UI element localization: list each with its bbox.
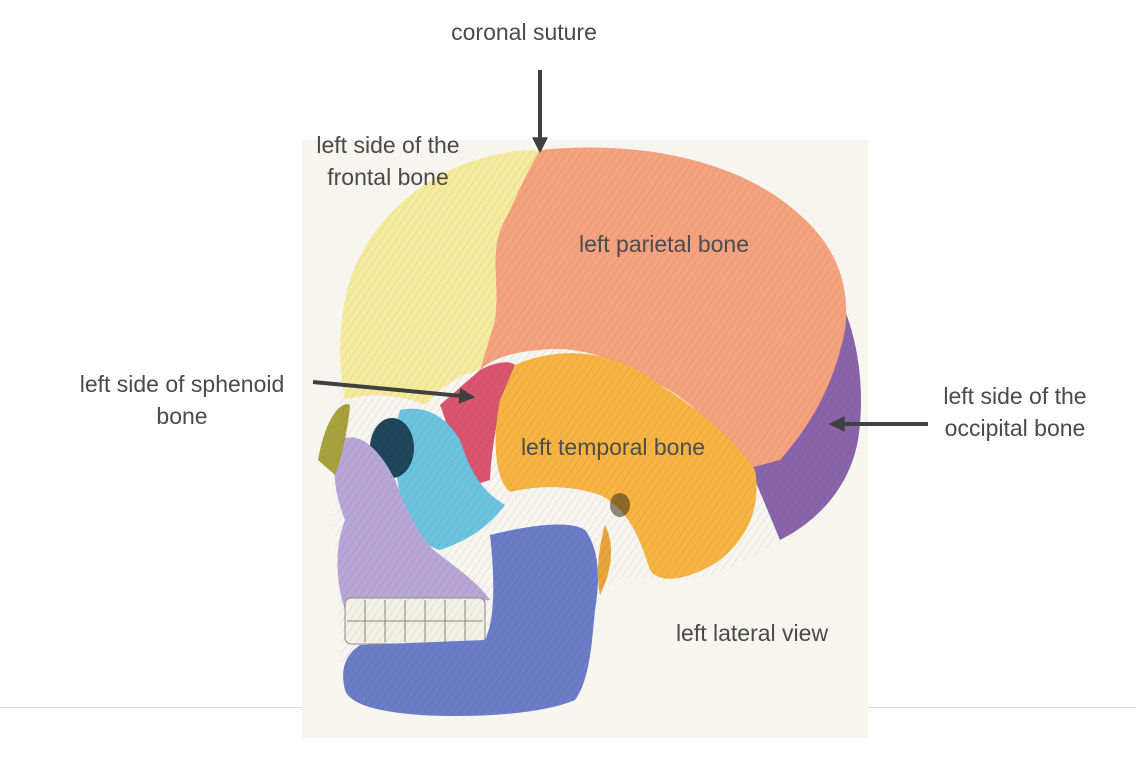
occipital-bone-label: left side of the occipital bone [915,380,1115,444]
frontal-bone-label-line2: frontal bone [327,164,449,190]
sphenoid-bone-label-line2: bone [156,403,208,429]
sphenoid-arrow [312,380,476,404]
sphenoid-bone-label-line1: left side of sphenoid [79,371,285,397]
coronal-suture-label: coronal suture [451,19,597,45]
ear-canal [610,493,630,517]
frontal-bone-label: left side of the frontal bone [288,129,488,193]
frontal-bone-label-line1: left side of the [316,132,460,158]
occipital-bone-label-line1: left side of the [943,383,1087,409]
divider-right [868,707,1136,708]
occipital-bone-label-line2: occipital bone [944,415,1086,441]
view-label: left lateral view [675,620,829,646]
divider-left [0,707,302,708]
temporal-bone-label: left temporal bone [520,434,706,460]
sphenoid-bone-label: left side of sphenoid bone [52,368,312,432]
skull-outline-texture [334,147,861,717]
parietal-bone-label: left parietal bone [578,231,750,257]
